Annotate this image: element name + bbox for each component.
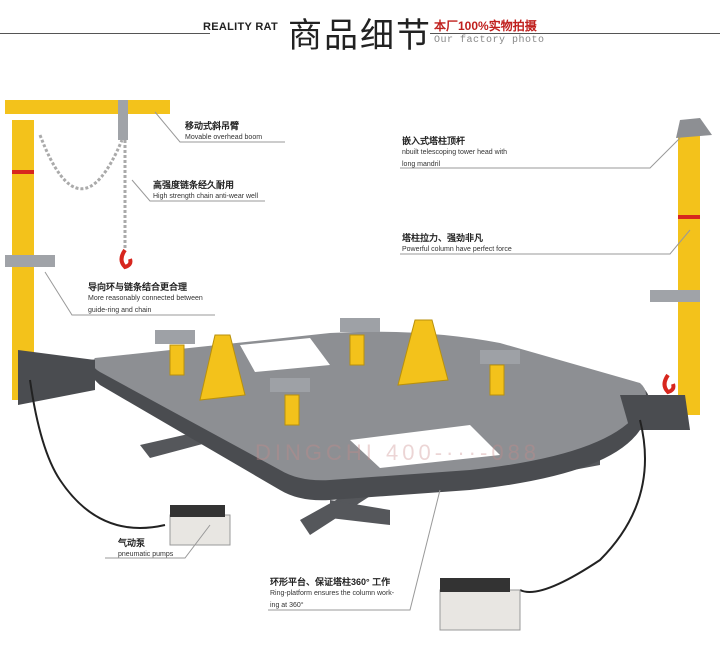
callout-cn: 气动泵 — [118, 538, 146, 548]
hook-icon — [119, 248, 133, 270]
pneumatic-pump-1 — [169, 505, 231, 546]
platform-opening-1 — [240, 338, 330, 372]
overhead-boom — [5, 100, 170, 114]
callout-chain: 高强度链条经久耐用 High strength chain anti-wear … — [153, 178, 258, 203]
callout-cn: 环形平台、保证塔柱360° 工作 — [270, 577, 391, 587]
header-rule-right — [430, 33, 720, 34]
callout-en: pneumatic pumps — [118, 551, 174, 558]
hose-left — [29, 379, 166, 529]
callout-cn: 高强度链条经久耐用 — [153, 180, 235, 190]
callout-en: guide-ring and chain — [88, 307, 152, 314]
platform-opening-2 — [350, 425, 500, 468]
callout-guide-ring: 导向环与链条结合更合理 More reasonably connected be… — [88, 280, 203, 317]
header-rule-left — [0, 33, 210, 34]
callout-en: long mandril — [402, 161, 441, 168]
callout-en: More reasonably connected between — [88, 295, 203, 302]
callout-boom: 移动式斜吊臂 Movable overhead boom — [185, 119, 262, 144]
callout-en: Powerful column have perfect force — [402, 246, 512, 253]
chain-left — [38, 134, 124, 191]
callout-column-force: 塔柱拉力、强劲非凡 Powerful column have perfect f… — [402, 231, 512, 256]
callout-en: nbuilt telescoping tower head with — [402, 149, 508, 156]
page-title: 商品细节 — [288, 16, 432, 56]
callout-cn: 移动式斜吊臂 — [185, 121, 240, 131]
brand-label: REALITY RAT — [203, 21, 279, 33]
pneumatic-pump-2 — [439, 578, 521, 631]
callout-en: Movable overhead boom — [185, 134, 263, 141]
callout-cn: 嵌入式塔柱顶杆 — [402, 136, 466, 146]
callout-tower-head: 嵌入式塔柱顶杆 nbuilt telescoping tower head wi… — [402, 134, 507, 171]
clamp-heads — [155, 318, 520, 392]
callout-ring-platform: 环形平台、保证塔柱360° 工作 Ring-platform ensures t… — [270, 575, 394, 612]
callout-en: Ring-platform ensures the column work- — [270, 590, 395, 597]
callout-en: High strength chain anti-wear well — [153, 193, 259, 200]
guide-ring — [5, 255, 55, 267]
callout-en: ing at 360° — [270, 602, 304, 609]
callout-pump: 气动泵 pneumatic pumps — [118, 536, 173, 561]
callout-cn: 塔柱拉力、强劲非凡 — [402, 233, 484, 243]
right-tower — [678, 130, 700, 415]
callout-cn: 导向环与链条结合更合理 — [88, 282, 188, 292]
hose-right — [519, 419, 646, 593]
yellow-stands — [169, 319, 505, 426]
callout-leaders — [44, 111, 691, 611]
subtitle-en: Our factory photo — [434, 35, 545, 46]
subtitle-cn: 本厂100%实物拍摄 — [434, 19, 537, 33]
watermark: DINGCHI 400-···-088 — [255, 440, 541, 465]
